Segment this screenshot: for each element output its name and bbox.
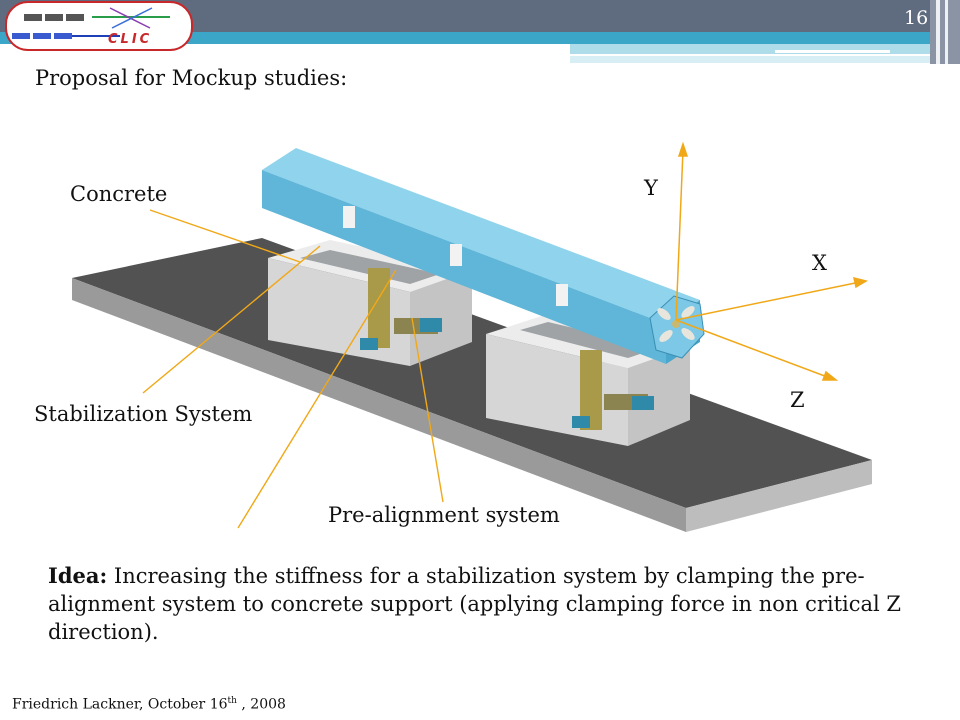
label-concrete: Concrete [70,182,168,206]
footer-superscript: th [227,696,237,706]
idea-lead: Idea: [48,563,108,588]
slide-title: Proposal for Mockup studies: [35,66,348,90]
pointer-lines [142,209,444,529]
logo-text: CLIC [108,32,153,47]
header-corner-stripe [936,0,940,64]
concrete-block-left [268,240,472,366]
stabilization-pointer-line [142,245,321,394]
concrete-pointer-line [149,209,301,263]
header-accent-bar [0,32,960,44]
footer-author-date: Friedrich Lackner, October 16th , 2008 [12,696,286,713]
idea-text: Increasing the stiffness for a stabiliza… [48,564,902,644]
concrete-block-right [486,314,690,446]
header-accent-strip-light [570,56,960,63]
prealignment-pointer-line [411,317,444,503]
axis-label-z: Z [790,388,805,412]
footer-year: , 2008 [236,696,286,713]
header-corner-stripe [945,0,948,64]
stabilization-pointer-line-2 [237,269,397,529]
coordinate-axes [675,141,868,381]
accelerator-beam [262,148,705,364]
clic-logo [5,1,193,51]
footer-author: Friedrich Lackner, October 16 [12,696,228,713]
label-stabilization-system: Stabilization System [34,402,253,426]
page-number: 16 [904,7,929,29]
label-prealignment-system: Pre-alignment system [328,503,560,527]
axis-label-x: X [812,251,827,275]
header-divider [775,50,890,53]
idea-paragraph: Idea: Increasing the stiffness for a sta… [48,562,928,646]
axis-label-y: Y [644,176,658,200]
header-accent-strip [570,44,960,54]
